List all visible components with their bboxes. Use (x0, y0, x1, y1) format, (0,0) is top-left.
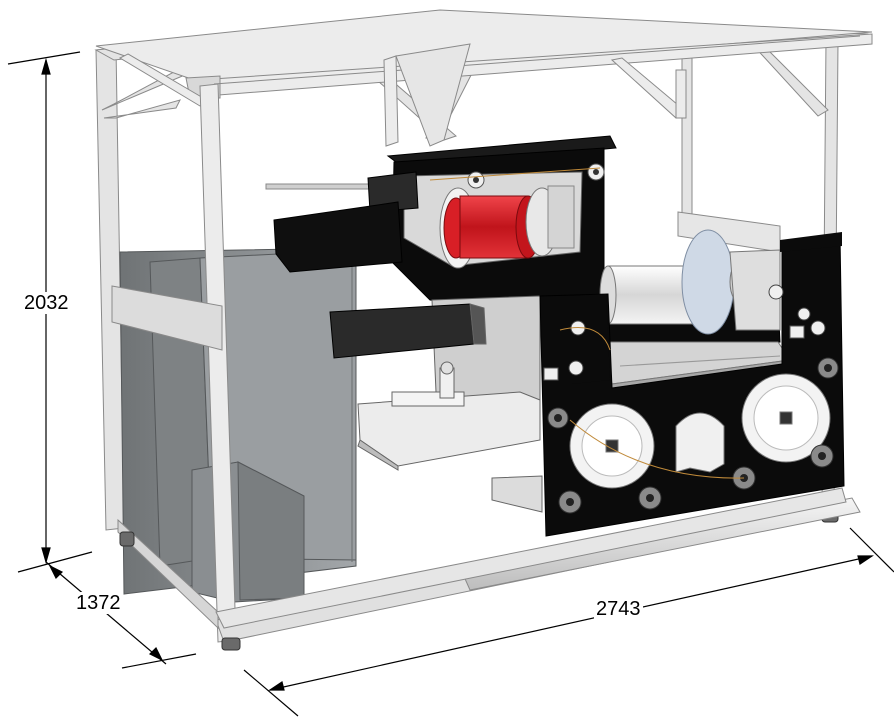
guide-rollers (543, 284, 839, 514)
transfer-unit (329, 295, 543, 513)
roller (810, 444, 834, 468)
frame-top (95, 9, 873, 147)
roller (568, 360, 584, 376)
roller (638, 486, 662, 510)
roller (810, 320, 826, 336)
dimension-lines (7, 51, 894, 717)
roller (768, 284, 784, 300)
roller (817, 357, 839, 379)
width-dimension (243, 527, 894, 717)
frame-front-right (215, 487, 847, 629)
unwind-drum (599, 229, 791, 393)
width-dimension-label: 2743 (594, 598, 643, 620)
roller (547, 407, 569, 429)
depth-dimension-label: 1372 (74, 592, 123, 614)
roller (797, 307, 811, 321)
take-up-reels (569, 373, 831, 489)
roller (558, 490, 582, 514)
height-dimension-label: 2032 (22, 292, 71, 314)
winding-head (265, 135, 617, 317)
